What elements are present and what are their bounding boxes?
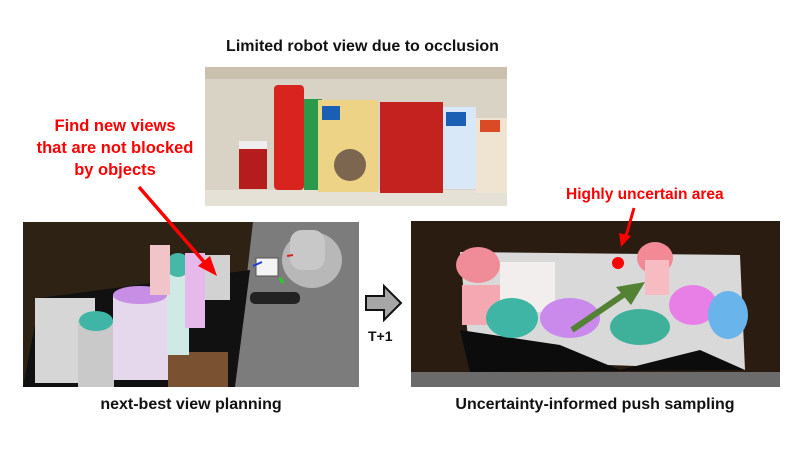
figure-title: Limited robot view due to occlusion [226, 38, 499, 55]
next-best-view-render [23, 222, 359, 387]
annotation-arrow-left-icon [137, 185, 217, 276]
annotation-arrow-right-icon [619, 207, 636, 247]
uncertain-point-marker [612, 257, 624, 269]
annotation-left-line: that are not blocked [36, 139, 194, 157]
annotation-left: Find new views that are not blocked by o… [20, 115, 210, 181]
push-sampling-render [411, 221, 780, 387]
step-label: T+1 [368, 328, 393, 344]
next-step-arrow-icon [365, 283, 403, 323]
annotation-right: Highly uncertain area [566, 186, 724, 203]
push-direction-arrow-icon [570, 282, 645, 333]
shelf-photo [205, 67, 507, 206]
annotation-left-line: Find new views [54, 117, 176, 135]
caption-left: next-best view planning [100, 396, 282, 413]
annotation-left-line: by objects [74, 161, 156, 179]
caption-right: Uncertainty-informed push sampling [455, 396, 735, 413]
